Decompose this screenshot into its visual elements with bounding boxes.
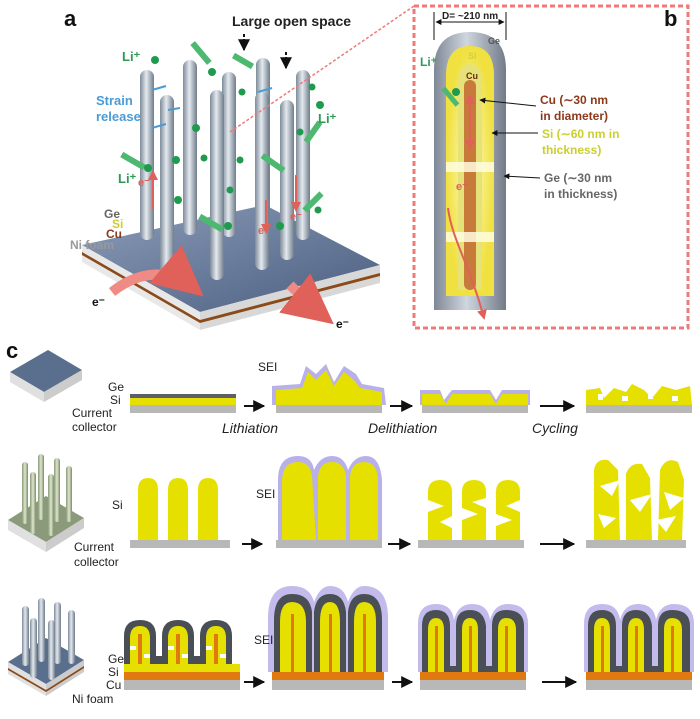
row2-thumbnail [8, 454, 84, 552]
ge-note-line2: in thickness) [544, 187, 618, 201]
diameter-label: D= ~210 nm [442, 11, 499, 22]
row3-sei-label: SEI [254, 633, 274, 647]
electron-out-arrow [279, 273, 334, 325]
si-note-line1: Si (∼60 nm in [542, 127, 620, 141]
row1-collector-line2: collector [72, 420, 117, 434]
panel-b-dimension [433, 12, 507, 40]
row3-cycled [584, 604, 694, 690]
row3-cu-label: Cu [106, 678, 122, 692]
row1-delithiated [420, 390, 530, 413]
large-open-space-label: Large open space [232, 13, 352, 29]
row3-thumbnail [8, 598, 84, 696]
row3-ge-label: Ge [108, 652, 125, 666]
electron-out-label: e⁻ [336, 317, 350, 331]
row3-ni-foam-label: Ni foam [72, 692, 114, 706]
row2-cycled [586, 459, 686, 548]
row2-delithiated [418, 480, 524, 548]
li-ion-tracks [120, 41, 324, 233]
row2-pillars [130, 478, 230, 548]
panel-b-li-label: Li⁺ [420, 55, 437, 69]
row2-collector-line1: Current [74, 540, 115, 554]
panel-b-electron-label: e⁻ [456, 181, 468, 193]
row1-lithiated [272, 364, 386, 413]
layer-ni-foam-label: Ni foam [70, 238, 115, 252]
li-plus-label-1: Li⁺ [122, 49, 141, 64]
delithiation-label: Delithiation [368, 420, 438, 436]
row1-ge-label: Ge [108, 380, 125, 394]
row1-planar-film [130, 394, 236, 413]
layer-si-label: Si [112, 217, 124, 231]
row1-collector-line1: Current [72, 406, 113, 420]
row3-core-shell-array [124, 620, 240, 690]
row3-si-label: Si [108, 665, 119, 679]
panel-b-nanowire [434, 32, 506, 320]
electron-in-label: e⁻ [92, 295, 106, 309]
li-plus-label-2: Li⁺ [318, 111, 337, 126]
row2-si-label: Si [112, 498, 123, 512]
row1-sei-label: SEI [258, 360, 278, 374]
zoom-line [229, 5, 415, 133]
li-plus-label-3: Li⁺ [118, 171, 137, 186]
panel-b-pointers [479, 97, 541, 180]
layer-ge-label: Ge [104, 207, 121, 221]
shell-ge-label: Ge [488, 36, 501, 46]
lithiation-label: Lithiation [222, 420, 279, 436]
electron-path-arrows [148, 170, 301, 234]
panel-b-frame [412, 4, 690, 330]
strain-release-label-1: Strain [96, 93, 133, 108]
cycling-label: Cycling [532, 420, 578, 436]
row1-cycled [586, 384, 692, 413]
row3-lithiated [268, 586, 388, 690]
shell-si-label: Si [468, 51, 477, 61]
panel-a-letter: a [64, 6, 77, 31]
core-cu-label: Cu [466, 71, 478, 81]
panel-b-letter: b [664, 6, 678, 31]
ge-note-line1: Ge (∼30 nm [544, 171, 613, 185]
row2-sei-label: SEI [256, 487, 276, 501]
row1-thumbnail [10, 350, 82, 402]
row3-delithiated [418, 604, 528, 690]
row2-collector-line2: collector [74, 555, 119, 569]
electron-label-rod-3: e⁻ [290, 211, 302, 223]
cu-note-line2: in diameter) [540, 109, 609, 123]
si-note-line2: thickness) [542, 143, 602, 157]
row2-lithiated [276, 456, 382, 548]
row1-si-label: Si [110, 393, 121, 407]
strain-release-arrows [151, 85, 273, 129]
strain-release-label-2: release [96, 109, 141, 124]
li-ion-spheres [144, 56, 324, 230]
cu-note-line1: Cu (∼30 nm [540, 93, 609, 107]
nanorod-array [140, 58, 310, 280]
layer-cu-label: Cu [106, 227, 122, 241]
electron-in-arrow [108, 245, 204, 297]
electron-label-rod-1: e⁻ [138, 177, 150, 189]
electron-label-rod-2: e⁻ [258, 225, 270, 237]
panel-c-letter: c [6, 338, 19, 363]
panel-a-device [82, 34, 380, 330]
